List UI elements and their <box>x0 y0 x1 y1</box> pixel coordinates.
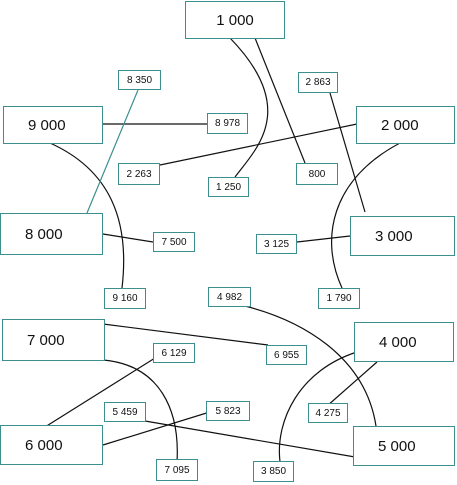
small-box-6955: 6 955 <box>266 345 307 365</box>
link-2000-1790 <box>331 142 401 289</box>
number-label: 6 955 <box>273 349 300 361</box>
link-8000-7500 <box>102 233 154 243</box>
number-box-5000: 5 000 <box>353 426 455 466</box>
link-6000-6129 <box>44 352 164 428</box>
small-box-8978: 8 978 <box>207 113 248 134</box>
number-label: 3 850 <box>260 466 287 477</box>
small-box-3125: 3 125 <box>256 234 297 254</box>
number-label: 2 000 <box>381 116 419 134</box>
link-5459-5000 <box>144 420 356 458</box>
small-box-800: 800 <box>296 163 338 185</box>
number-label: 7 500 <box>161 236 187 248</box>
number-label: 4 275 <box>315 407 341 419</box>
number-box-2000: 2 000 <box>356 106 455 144</box>
number-label: 9 000 <box>28 116 66 134</box>
number-box-7000: 7 000 <box>2 319 105 361</box>
small-box-8350: 8 350 <box>118 70 161 90</box>
link-7000-7095 <box>102 359 178 463</box>
number-box-4000: 4 000 <box>354 322 454 362</box>
small-box-9160: 9 160 <box>104 288 146 309</box>
small-box-4982: 4 982 <box>208 287 251 307</box>
small-box-3850: 3 850 <box>253 461 294 482</box>
number-label: 7 095 <box>164 464 190 476</box>
small-box-7095: 7 095 <box>156 459 198 481</box>
link-3125-3000 <box>296 235 351 243</box>
number-label: 2 863 <box>305 77 331 88</box>
number-label: 5 459 <box>112 406 138 418</box>
small-box-2263: 2 263 <box>118 163 160 185</box>
number-label: 8 350 <box>126 74 153 86</box>
link-1000-800 <box>254 37 306 164</box>
number-box-9000: 9 000 <box>3 106 103 144</box>
number-label: 4 000 <box>379 333 417 351</box>
number-box-8000: 8 000 <box>0 213 103 255</box>
small-box-4275: 4 275 <box>308 403 348 423</box>
number-label: 800 <box>308 168 326 180</box>
number-label: 3 125 <box>263 238 290 250</box>
link-4000-3850 <box>278 351 358 463</box>
link-1000-1250 <box>229 37 269 178</box>
number-label: 1 250 <box>215 181 242 193</box>
link-7000-6955 <box>102 323 269 346</box>
small-box-5823: 5 823 <box>206 401 250 421</box>
number-label: 1 790 <box>326 293 352 304</box>
number-label: 8 000 <box>25 225 63 243</box>
number-label: 7 000 <box>27 331 65 349</box>
number-label: 1 000 <box>216 11 254 29</box>
number-label: 5 000 <box>378 437 416 455</box>
number-label: 5 823 <box>215 405 241 417</box>
number-box-3000: 3 000 <box>350 216 455 256</box>
number-label: 8 978 <box>214 118 241 129</box>
link-2000-2263 <box>159 123 358 166</box>
small-box-7500: 7 500 <box>153 232 195 252</box>
number-label: 9 160 <box>112 293 138 304</box>
number-box-1000: 1 000 <box>185 1 285 39</box>
number-label: 2 263 <box>126 168 152 180</box>
small-box-6129: 6 129 <box>153 343 195 363</box>
number-label: 3 000 <box>375 227 413 245</box>
link-6000-5823 <box>102 410 214 446</box>
number-label: 6 000 <box>25 436 63 454</box>
link-9000-9160 <box>49 142 125 289</box>
link-8350-8000 <box>86 89 139 214</box>
link-2863-3000 <box>329 92 366 213</box>
number-box-6000: 6 000 <box>0 425 103 465</box>
link-4982-5000 <box>244 305 377 427</box>
small-box-5459: 5 459 <box>104 402 146 422</box>
small-box-1790: 1 790 <box>318 288 360 309</box>
small-box-2863: 2 863 <box>298 72 338 93</box>
number-label: 6 129 <box>161 347 187 359</box>
number-label: 4 982 <box>216 291 243 303</box>
small-box-1250: 1 250 <box>208 177 249 197</box>
link-4000-4275 <box>326 361 378 407</box>
